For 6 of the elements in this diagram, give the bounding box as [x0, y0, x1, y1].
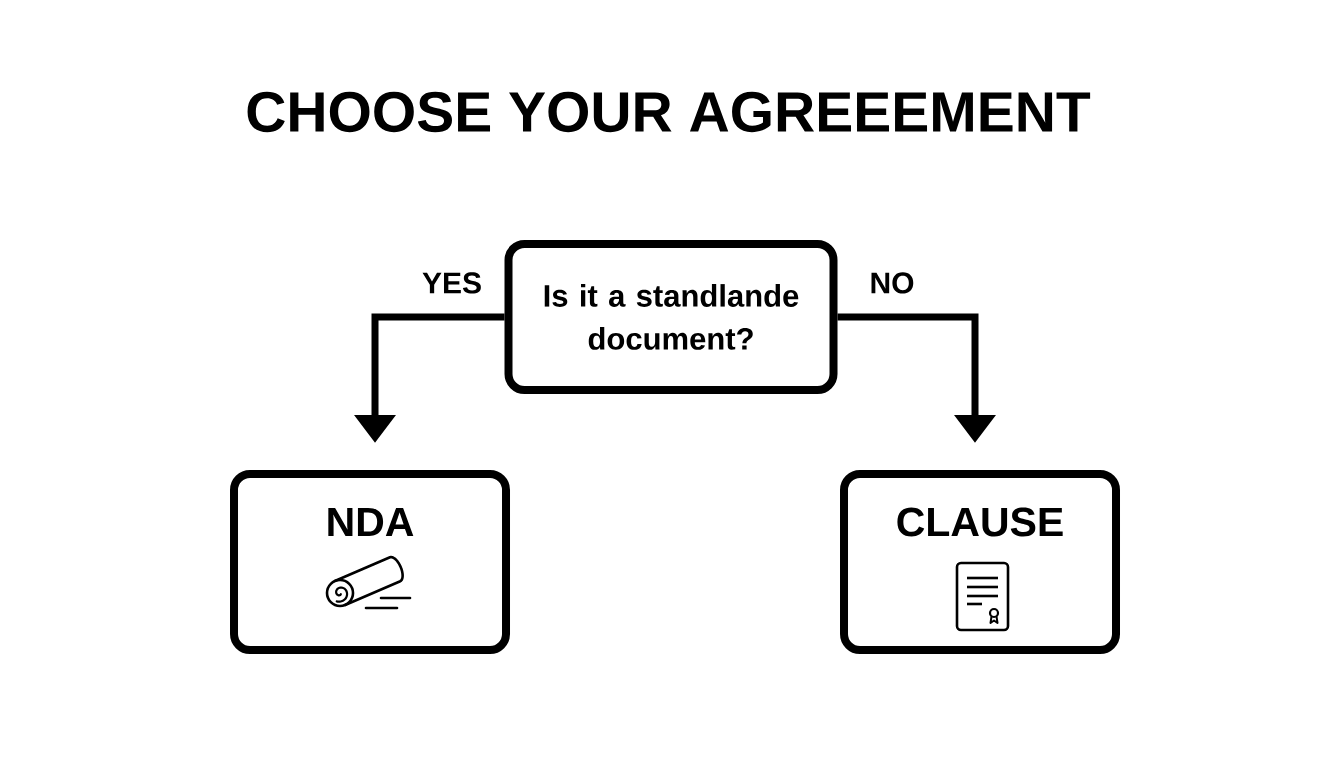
edge-label: YES	[420, 270, 484, 296]
option-box: NDA	[230, 470, 510, 654]
edge-label: NO	[867, 270, 917, 296]
decision-box: Is it a standlande document?	[504, 240, 838, 394]
option-box: CLAUSE	[840, 470, 1120, 654]
title: CHOOSE YOUR AGREEEMENT	[247, 91, 1091, 133]
